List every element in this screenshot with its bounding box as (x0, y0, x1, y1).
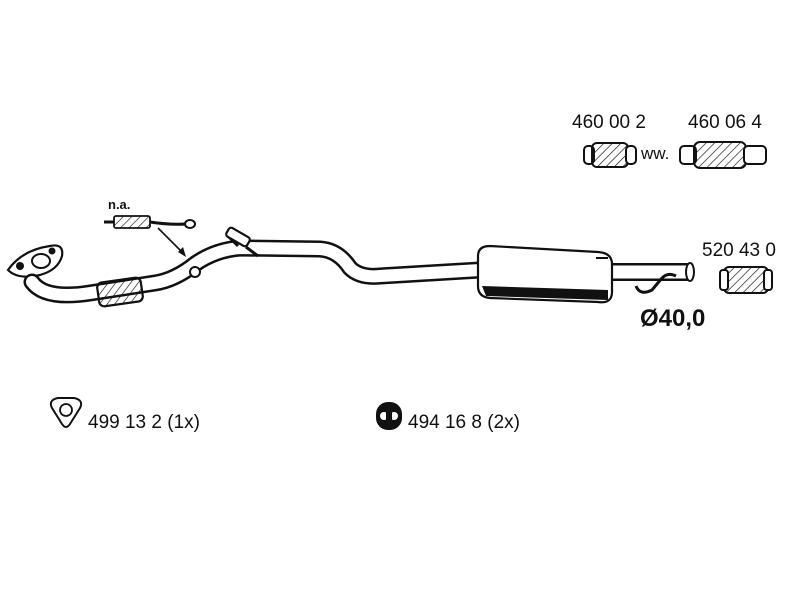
flex-section (96, 276, 144, 308)
clamp-520-43-0 (719, 266, 773, 294)
clamp-part-number: 520 43 0 (702, 240, 776, 261)
gasket-part-number: 499 13 2 (1x) (88, 412, 200, 433)
not-included-label: n.a. (108, 197, 131, 212)
pipe-diameter: Ø40,0 (640, 305, 706, 332)
connector-a (583, 142, 637, 168)
rubber-mount-part-number: 494 16 8 (2x) (408, 412, 520, 433)
connector-separator: ww. (641, 144, 670, 163)
triangle-gasket-icon (49, 397, 83, 428)
sensor-boss (189, 226, 251, 278)
front-flange (6, 244, 64, 278)
center-muffler (476, 244, 614, 304)
rubber-mount-icon (376, 402, 402, 430)
connector-b-part-number: 460 06 4 (688, 112, 762, 133)
connector-b (679, 141, 767, 169)
exhaust-pipe (23, 234, 695, 304)
lambda-sensor-icon (104, 215, 196, 229)
connector-a-part-number: 460 00 2 (572, 112, 646, 133)
sensor-pointer-arrow (157, 227, 186, 257)
